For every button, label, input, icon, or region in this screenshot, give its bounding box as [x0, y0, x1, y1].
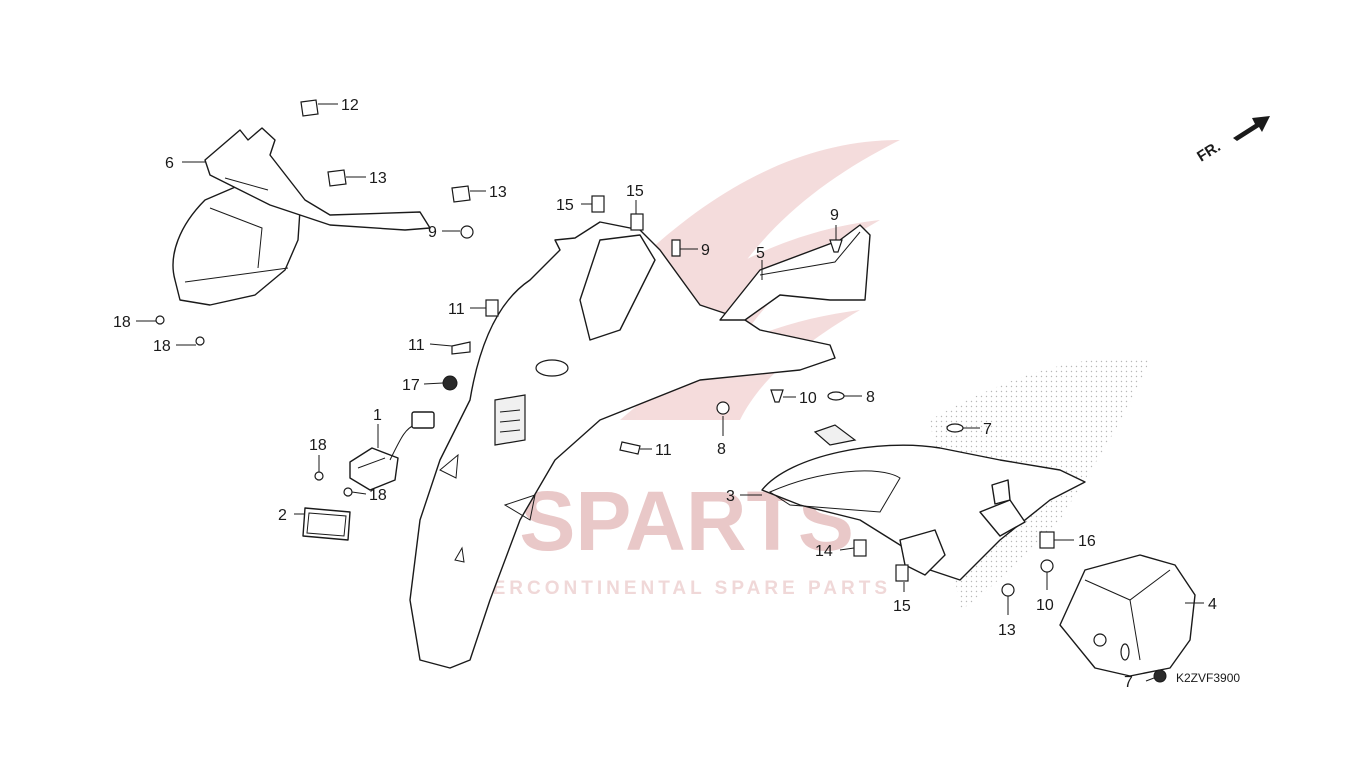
callout-9-c: 10: [799, 390, 817, 407]
nut-17: [442, 375, 458, 391]
callouts: 12 13 13 6 18 18 15 15 9 11 11 17 11 9 9…: [113, 97, 1217, 691]
watermark-sub: INTERCONTINENTAL SPARE PARTS: [450, 578, 891, 599]
part-6-tail-cover: [172, 127, 431, 306]
callout-13-c: 13: [489, 184, 507, 201]
callout-18-c: 18: [309, 437, 327, 454]
callout-13-a: 12: [341, 97, 359, 114]
callout-14: 14: [815, 543, 833, 560]
clip-14: [853, 539, 867, 557]
callout-18-d: 18: [369, 487, 387, 504]
clip-11-b: [451, 341, 471, 355]
callout-4: 4: [1208, 596, 1217, 613]
callout-16: 7: [1124, 674, 1133, 691]
clip-15-b: [630, 213, 644, 231]
rivet-9-c: [770, 389, 784, 403]
callout-11-c: 11: [655, 442, 672, 459]
callout-11-b: 11: [408, 337, 425, 354]
callout-7-b: 7: [983, 421, 992, 438]
callout-7-a: 8: [866, 389, 875, 406]
callout-5: 5: [756, 245, 765, 262]
nut-10-a: [1001, 583, 1015, 597]
leader-lines: [136, 103, 1204, 682]
screw-7-b: [946, 423, 964, 433]
clip-13-c: [451, 185, 471, 203]
callout-9-b: 9: [830, 207, 839, 224]
screw-7-a: [827, 391, 845, 401]
front-direction-indicator: FR.: [1194, 116, 1270, 165]
callout-6: 6: [165, 155, 174, 172]
callout-3: 3: [726, 488, 735, 505]
callout-15-b: 15: [626, 183, 644, 200]
clip-11-a: [485, 299, 499, 317]
part-2-reflector: [302, 507, 351, 541]
fr-arrow-icon: [1233, 116, 1270, 141]
callout-10-b: 13: [998, 622, 1016, 639]
rivet-9-a: [829, 239, 843, 253]
callout-11-a: 11: [448, 301, 465, 318]
callout-17: 17: [402, 377, 420, 394]
part-rear-fender: [409, 221, 871, 669]
rivet-9-b: [671, 239, 681, 257]
callout-8-a: 9: [428, 224, 437, 241]
screw-18-b: [195, 336, 205, 346]
diagram-code: K2ZVF3900: [1176, 671, 1240, 685]
nut-10-b: [1040, 559, 1054, 573]
callout-8-b: 8: [717, 441, 726, 458]
callout-1: 1: [373, 407, 382, 424]
clip-13-a: [300, 99, 319, 117]
nut-16: [1153, 669, 1167, 683]
callout-13-b: 13: [369, 170, 387, 187]
clip-11-c: [619, 441, 641, 455]
part-1-license-light: [349, 411, 435, 491]
callout-2: 2: [278, 507, 287, 524]
callout-9-a: 9: [701, 242, 710, 259]
screw-18-d: [343, 487, 353, 497]
part-4-cover: [1059, 554, 1196, 677]
callout-18-a: 18: [113, 314, 131, 331]
screw-18-c: [314, 471, 324, 481]
bolt-8-b: [716, 401, 730, 415]
clip-15-a: [591, 195, 605, 213]
bolt-8-a: [460, 225, 474, 239]
callout-12: 16: [1078, 533, 1096, 550]
clip-15-c: [895, 564, 909, 582]
part-3-inner-fender: [761, 424, 1086, 581]
fr-label: FR.: [1194, 138, 1224, 165]
callout-15-c: 15: [893, 598, 911, 615]
screw-18-a: [155, 315, 165, 325]
callout-15-a: 15: [556, 197, 574, 214]
clip-12: [1039, 531, 1055, 549]
callout-18-b: 18: [153, 338, 171, 355]
callout-10-a: 10: [1036, 597, 1054, 614]
clip-13-b: [327, 169, 347, 187]
